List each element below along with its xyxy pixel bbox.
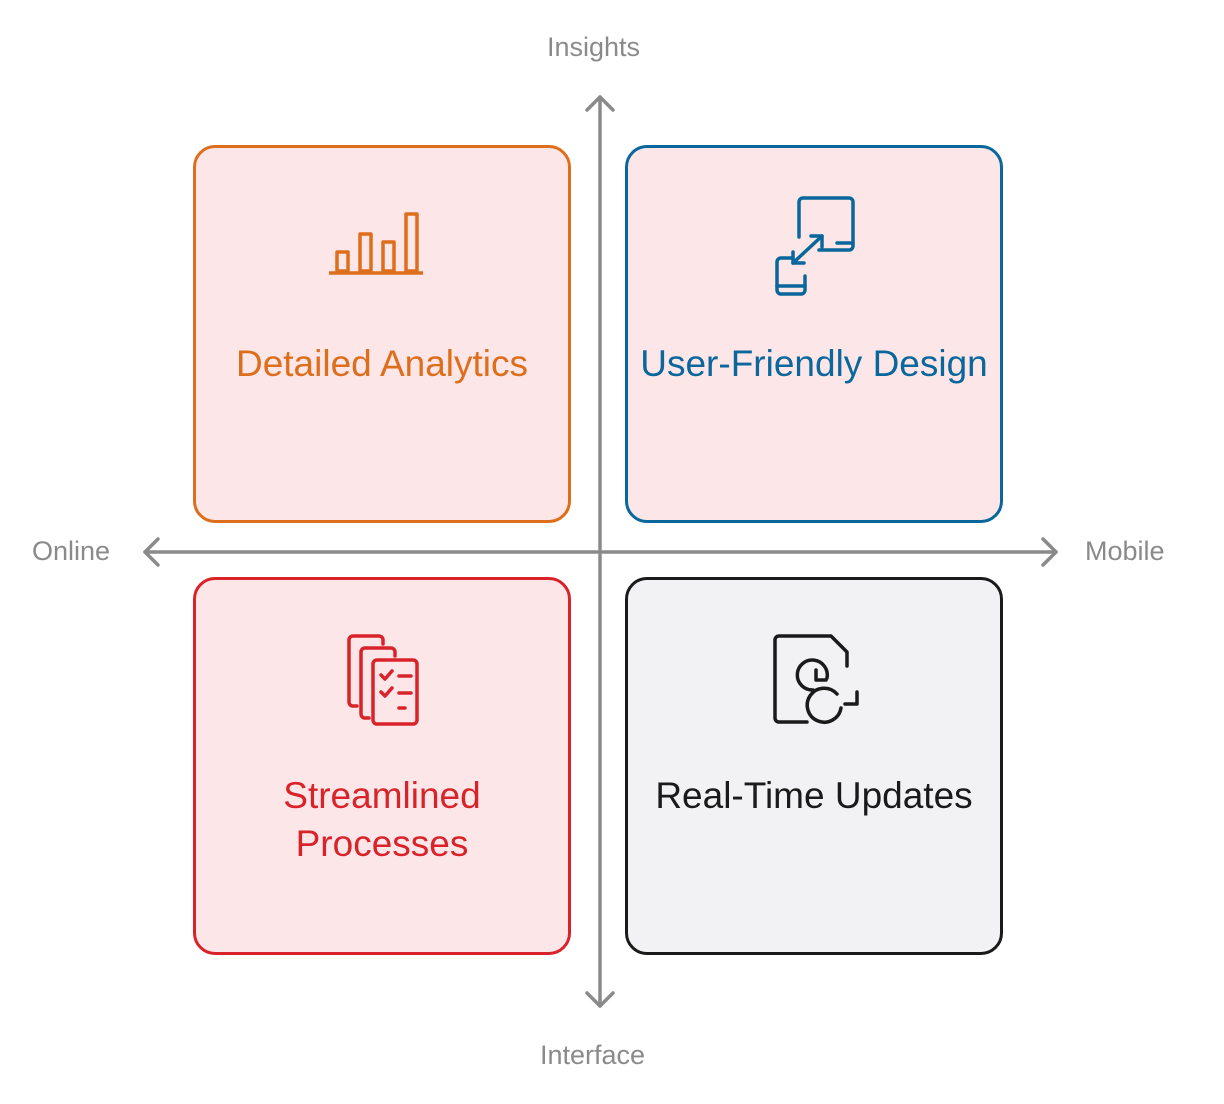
bar-chart-icon	[329, 212, 423, 275]
axis-label-left: Online	[32, 536, 111, 566]
quadrant-title: Streamlined Processes	[283, 775, 481, 864]
axis-label-bottom: Interface	[540, 1040, 646, 1070]
arrow-up-icon	[585, 95, 615, 112]
quadrant-title: User-Friendly Design	[640, 343, 988, 384]
axis-label-top: Insights	[547, 32, 641, 62]
responsive-resize-icon	[775, 196, 855, 296]
arrow-right-icon	[1041, 537, 1058, 567]
quadrant-real-time-updates: Real-Time Updates	[625, 577, 1003, 955]
quadrant-title: Real-Time Updates	[655, 775, 973, 816]
quadrant-detailed-analytics: Detailed Analytics	[193, 145, 571, 523]
axis-label-right: Mobile	[1085, 536, 1165, 566]
document-clock-refresh-icon	[773, 634, 859, 724]
quadrant-title: Detailed Analytics	[235, 343, 529, 384]
arrow-left-icon	[143, 537, 160, 567]
quadrant-user-friendly-design: User-Friendly Design	[625, 145, 1003, 523]
quadrant-streamlined-processes: Streamlined Processes	[193, 577, 571, 955]
checklist-documents-icon	[347, 634, 419, 726]
arrow-down-icon	[585, 991, 615, 1008]
